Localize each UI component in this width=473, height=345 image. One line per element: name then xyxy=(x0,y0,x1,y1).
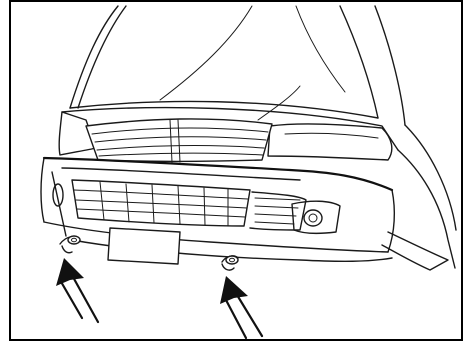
license-plate xyxy=(108,228,180,264)
left-eyelet-arrow xyxy=(56,258,98,322)
lower-grille xyxy=(72,180,250,226)
right-towing-eyelet xyxy=(222,256,238,270)
right-eyelet-arrow xyxy=(220,276,262,338)
right-fog-lamp xyxy=(292,201,340,233)
windshield-outline xyxy=(70,6,405,125)
right-bumper-vent xyxy=(250,192,306,230)
left-towing-eyelet xyxy=(60,236,80,253)
upper-grille xyxy=(86,119,272,162)
right-headlight xyxy=(268,124,392,160)
